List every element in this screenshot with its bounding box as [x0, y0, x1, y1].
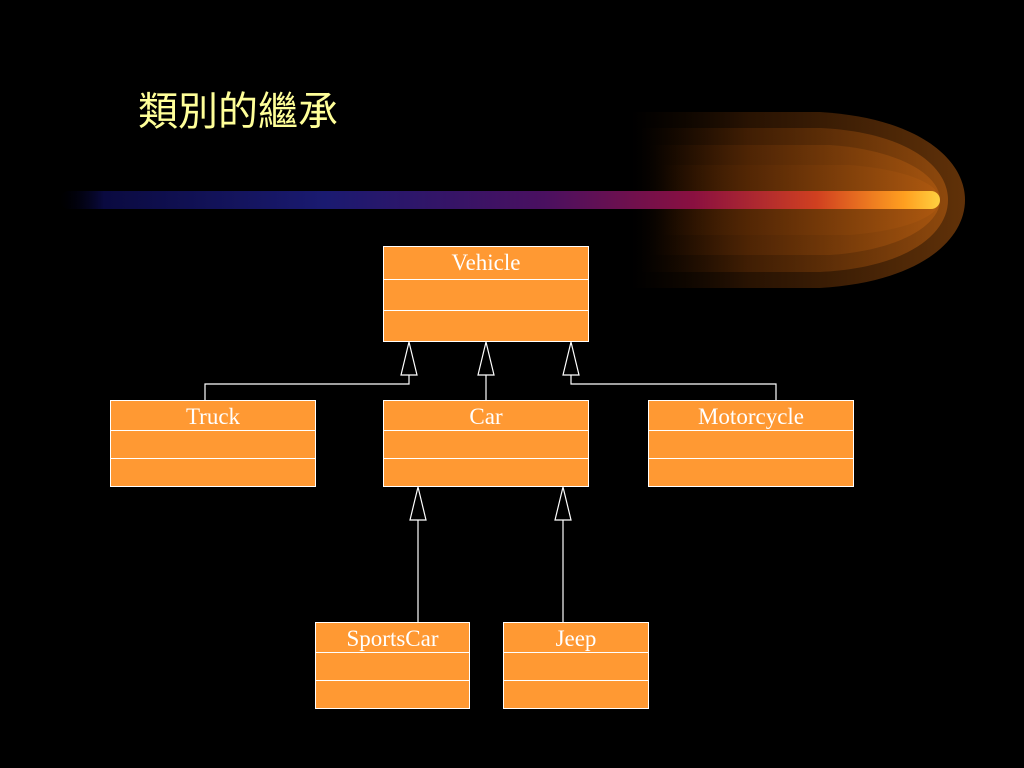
class-separator — [504, 680, 648, 681]
connector-motorcycle-vehicle — [570, 375, 777, 401]
arrowhead-jeep-car — [554, 486, 572, 521]
methods-compartment — [384, 311, 588, 341]
attributes-compartment — [649, 431, 853, 458]
class-separator — [504, 652, 648, 653]
class-separator — [384, 430, 588, 431]
class-box-jeep[interactable]: Jeep — [503, 622, 649, 709]
class-box-motorcycle[interactable]: Motorcycle — [648, 400, 854, 487]
class-separator — [384, 458, 588, 459]
connector-truck-vehicle — [204, 375, 410, 401]
class-separator — [111, 458, 315, 459]
class-separator — [649, 430, 853, 431]
class-separator — [111, 430, 315, 431]
slide-title: 類別的繼承 — [138, 89, 338, 135]
class-box-truck[interactable]: Truck — [110, 400, 316, 487]
attributes-compartment — [384, 431, 588, 458]
class-separator — [649, 458, 853, 459]
arrowhead-sportscar-car — [409, 486, 427, 521]
class-name-truck: Truck — [185, 404, 241, 429]
methods-compartment — [504, 681, 648, 708]
class-separator — [384, 310, 588, 311]
methods-compartment — [111, 459, 315, 486]
attributes-compartment — [384, 280, 588, 310]
attributes-compartment — [504, 653, 648, 680]
class-separator — [384, 279, 588, 280]
methods-compartment — [384, 459, 588, 486]
class-box-sportscar[interactable]: SportsCar — [315, 622, 470, 709]
class-name-sportscar: SportsCar — [346, 626, 439, 651]
class-separator — [316, 680, 469, 681]
arrowhead-truck-vehicle — [400, 341, 418, 376]
class-name-jeep: Jeep — [555, 626, 597, 651]
class-box-car[interactable]: Car — [383, 400, 589, 487]
class-box-vehicle[interactable]: Vehicle — [383, 246, 589, 342]
class-separator — [316, 652, 469, 653]
attributes-compartment — [316, 653, 469, 680]
class-name-vehicle: Vehicle — [451, 250, 521, 275]
methods-compartment — [316, 681, 469, 708]
class-name-motorcycle: Motorcycle — [697, 404, 804, 429]
class-name-car: Car — [469, 404, 503, 429]
methods-compartment — [649, 459, 853, 486]
arrowhead-car-vehicle — [477, 341, 495, 376]
attributes-compartment — [111, 431, 315, 458]
arrowhead-motorcycle-vehicle — [562, 341, 580, 376]
